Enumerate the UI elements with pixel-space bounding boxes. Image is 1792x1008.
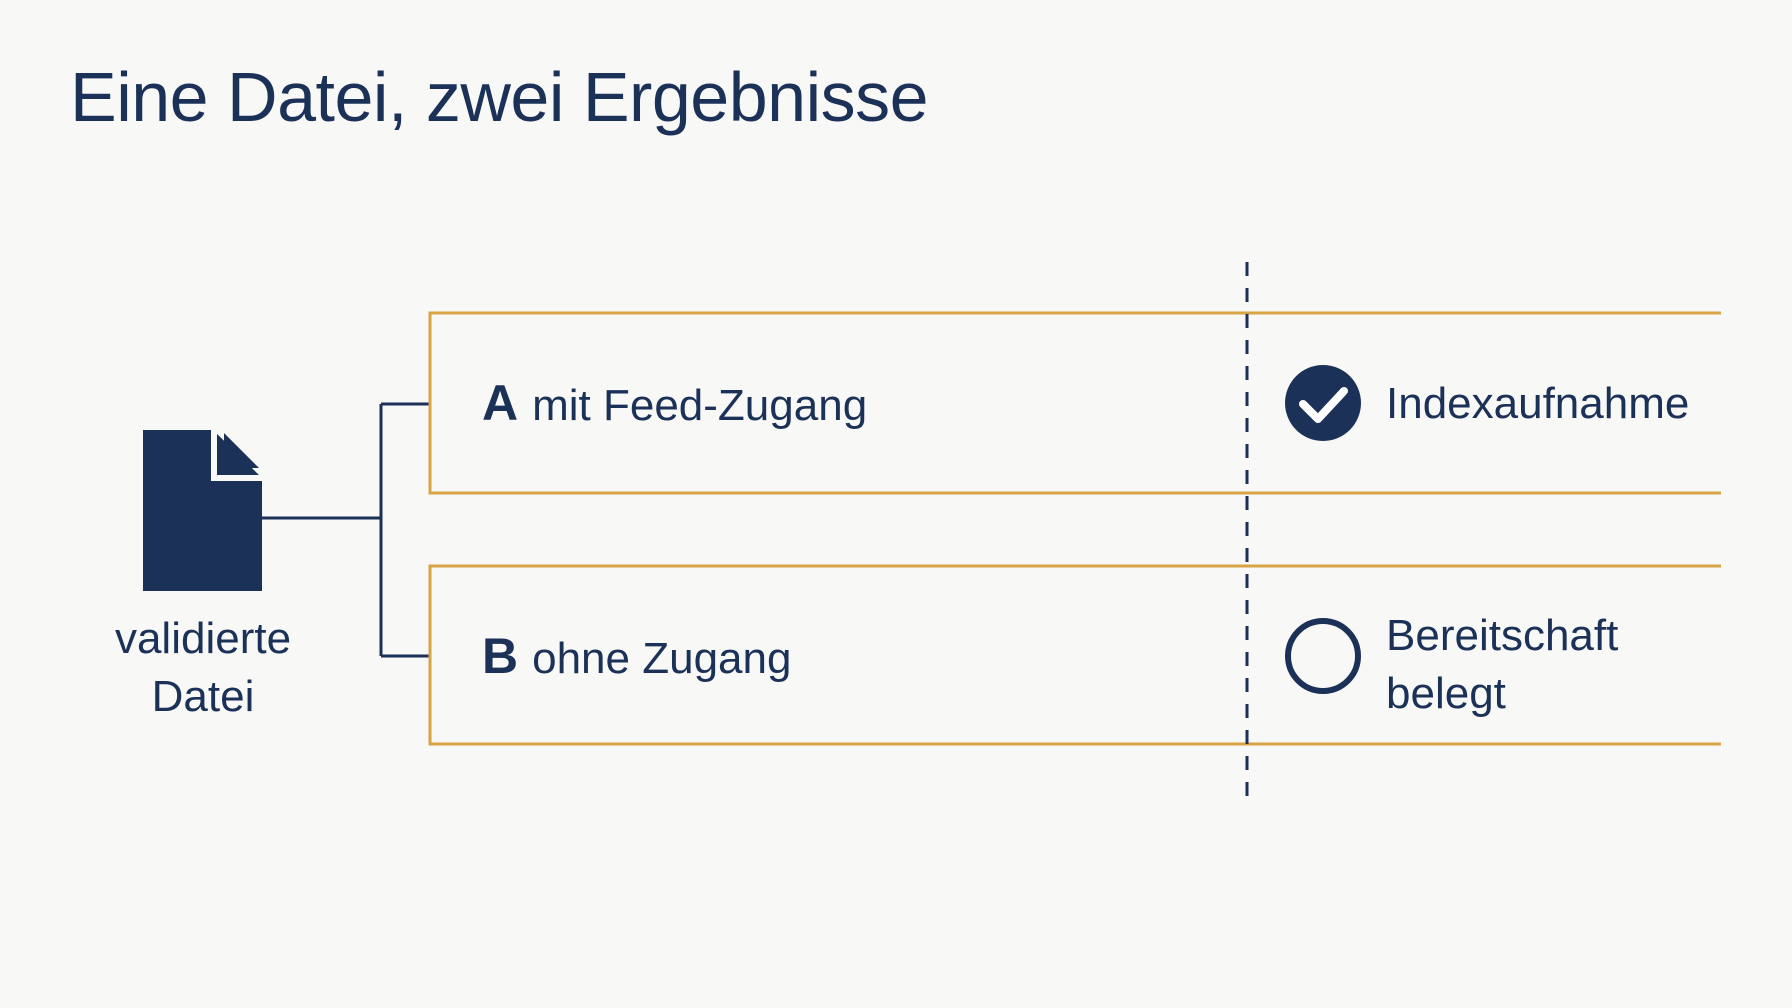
empty-circle-icon bbox=[1285, 618, 1361, 694]
page-title: Eine Datei, zwei Ergebnisse bbox=[70, 58, 929, 136]
document-icon bbox=[143, 430, 262, 591]
option-b-box bbox=[428, 564, 1721, 746]
check-circle-icon bbox=[1285, 365, 1361, 441]
source-label-line1: validierte bbox=[114, 614, 292, 663]
option-a-result-line1: Indexaufnahme bbox=[1386, 379, 1690, 428]
option-b-text: ohne Zugang bbox=[532, 634, 792, 683]
source-label-line2: Datei bbox=[151, 672, 255, 721]
option-b-result: Bereitschaft belegt bbox=[1386, 607, 1618, 723]
branch-connector bbox=[262, 402, 430, 658]
option-a-letter: A bbox=[482, 375, 519, 431]
option-a-text: mit Feed-Zugang bbox=[532, 381, 868, 430]
option-b-result-line1: Bereitschaft bbox=[1386, 611, 1619, 660]
option-b-result-line2: belegt bbox=[1386, 669, 1506, 718]
option-a-box bbox=[428, 311, 1721, 495]
option-b-letter: B bbox=[482, 628, 519, 684]
source-document-label: validierte Datei bbox=[80, 610, 326, 726]
option-a-result: Indexaufnahme bbox=[1386, 375, 1689, 433]
